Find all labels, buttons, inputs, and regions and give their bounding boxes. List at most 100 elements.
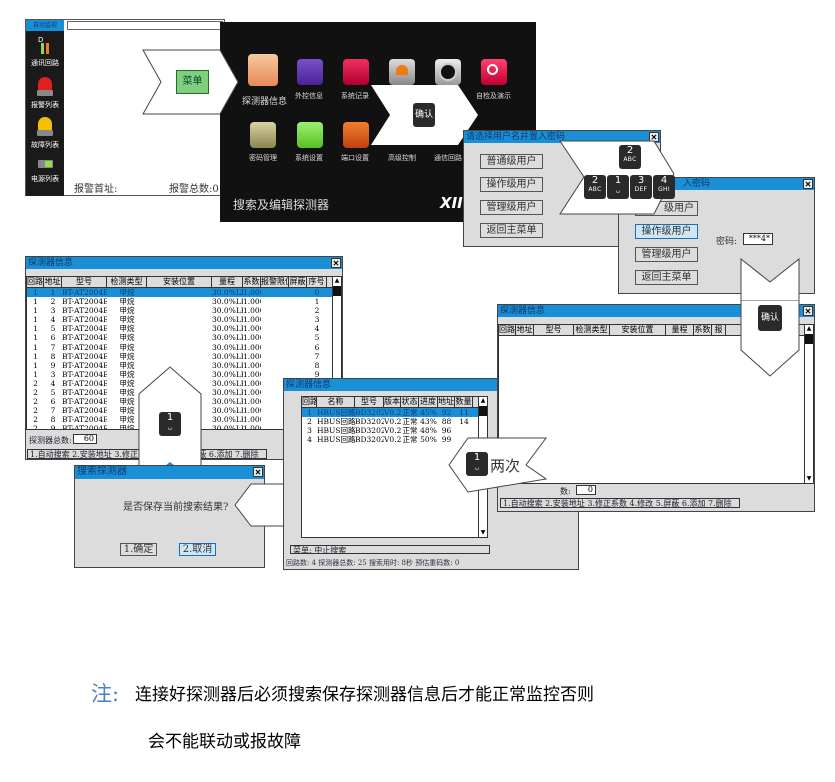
scroll-thumb[interactable] bbox=[333, 286, 341, 296]
table-cell: 甲烷 bbox=[119, 388, 135, 398]
sidebar-item-comm-loop[interactable]: D 通讯回路 bbox=[26, 34, 64, 70]
alarm-beacon-icon[interactable] bbox=[389, 59, 415, 85]
scroll-up-icon[interactable]: ▲ bbox=[334, 277, 340, 284]
column-header: 量程 bbox=[666, 325, 694, 335]
monitor-settings-icon[interactable] bbox=[297, 122, 323, 148]
close-icon[interactable]: ✕ bbox=[253, 467, 263, 477]
table-cell bbox=[261, 306, 289, 315]
menu-item-label[interactable]: 系统设置 bbox=[295, 154, 323, 162]
table-cell: 甲烷 bbox=[119, 351, 135, 361]
table-cell: 1 bbox=[33, 288, 38, 297]
operator-user-button[interactable]: 操作级用户 bbox=[635, 224, 698, 239]
table-body: 1HBUS回路板BD3202V0.21正常45%92112HBUS回路板BD32… bbox=[302, 408, 478, 444]
scrollbar[interactable]: ▲▼ bbox=[804, 325, 813, 483]
column-header: 检测类型 bbox=[107, 277, 147, 287]
normal-user-button[interactable]: 普通级用户 bbox=[480, 154, 543, 169]
external-control-icon[interactable] bbox=[297, 59, 323, 85]
menu-item-label[interactable]: 自检及演示 bbox=[476, 92, 511, 100]
table-cell bbox=[261, 315, 289, 324]
port-icon[interactable] bbox=[343, 122, 369, 148]
sidebar-item-power-list[interactable]: 电源列表 bbox=[26, 158, 64, 188]
confirm-key[interactable]: 确认 bbox=[758, 305, 782, 331]
key-1-space[interactable]: 1␣ bbox=[159, 412, 181, 436]
key-1-space[interactable]: 1␣ bbox=[607, 175, 629, 199]
scroll-thumb[interactable] bbox=[479, 406, 487, 416]
table-cell: BT-AT2004B II bbox=[62, 397, 107, 407]
self-test-search-icon[interactable] bbox=[481, 59, 507, 85]
return-main-menu-button[interactable]: 返回主菜单 bbox=[480, 223, 543, 238]
close-icon[interactable]: ✕ bbox=[803, 179, 813, 189]
table-cell bbox=[289, 361, 307, 370]
scroll-up-icon[interactable]: ▲ bbox=[480, 397, 486, 404]
table-cell: BT-AT2004B II bbox=[62, 388, 107, 398]
table-row[interactable]: 3HBUS回路板BD3202V0.21正常48%96 bbox=[302, 426, 478, 435]
table-cell: 甲烷 bbox=[119, 315, 135, 325]
confirm-key[interactable]: 确认 bbox=[413, 103, 435, 127]
table-cell: 14 bbox=[459, 417, 469, 427]
sidebar-top-tab[interactable]: 自动监视 bbox=[26, 20, 64, 31]
cancel-button[interactable]: 2.取消 bbox=[179, 543, 216, 556]
table-cell: 50% bbox=[420, 435, 437, 445]
note-prefix: 注: bbox=[91, 682, 120, 706]
confirm-button[interactable]: 1.确定 bbox=[120, 543, 157, 556]
table-row[interactable]: 4HBUS回路板BD3202V0.21正常50%99 bbox=[302, 435, 478, 444]
scroll-thumb[interactable] bbox=[805, 334, 813, 344]
clock-icon[interactable] bbox=[435, 59, 461, 85]
key-icon[interactable] bbox=[250, 122, 276, 148]
scroll-down-icon[interactable]: ▼ bbox=[806, 475, 812, 482]
operator-user-button[interactable]: 操作级用户 bbox=[480, 177, 543, 192]
sidebar-item-alarm-list[interactable]: 报警列表 bbox=[26, 74, 64, 112]
table-cell: 1.000 bbox=[243, 378, 261, 388]
admin-user-button[interactable]: 管理级用户 bbox=[480, 200, 543, 215]
table-cell: 甲烷 bbox=[119, 324, 135, 334]
system-record-icon[interactable] bbox=[343, 59, 369, 85]
column-header: 地址 bbox=[516, 325, 534, 335]
scroll-down-icon[interactable]: ▼ bbox=[480, 529, 486, 536]
column-header: 系数 bbox=[243, 277, 261, 287]
table-cell: 48% bbox=[420, 426, 437, 436]
table-cell bbox=[261, 343, 289, 352]
table-cell: 甲烷 bbox=[119, 333, 135, 343]
password-field[interactable]: ***4* bbox=[743, 233, 773, 245]
menu-item-label[interactable]: 密码管理 bbox=[249, 154, 277, 162]
scroll-up-icon[interactable]: ▲ bbox=[806, 325, 812, 332]
menu-item-label[interactable]: 外控信息 bbox=[295, 92, 323, 100]
menu-item-label[interactable]: 端口设置 bbox=[341, 154, 369, 162]
close-icon[interactable]: ✕ bbox=[331, 258, 341, 268]
sidebar-item-fault-list[interactable]: 故障列表 bbox=[26, 114, 64, 152]
detector-icon[interactable] bbox=[248, 54, 278, 86]
key-1-space[interactable]: 1␣ bbox=[466, 452, 488, 476]
menu-item-label[interactable]: 探测器信息 bbox=[242, 97, 288, 107]
menu-item-label[interactable]: 系统记录 bbox=[341, 92, 369, 100]
table-cell: HBUS回路板 bbox=[317, 417, 355, 427]
menu-button[interactable]: 菜单 bbox=[176, 70, 209, 94]
close-icon[interactable]: ✕ bbox=[803, 306, 813, 316]
return-main-menu-button[interactable]: 返回主菜单 bbox=[635, 270, 698, 285]
admin-user-button[interactable]: 管理级用户 bbox=[635, 247, 698, 262]
menu-item-label[interactable]: 通信回路 bbox=[434, 154, 462, 162]
menu-item-label[interactable]: 高级控制 bbox=[388, 154, 416, 162]
scrollbar[interactable]: ▲ bbox=[332, 277, 341, 429]
